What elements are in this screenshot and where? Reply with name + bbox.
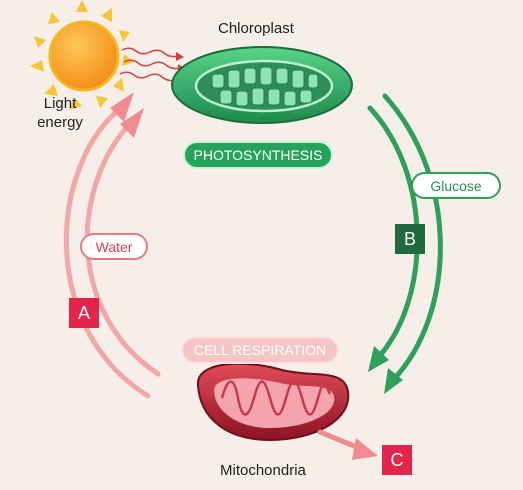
light-energy-label: Light energy (30, 94, 90, 132)
light-energy-line-1: Light (43, 95, 77, 112)
photosynthesis-label: PHOTOSYNTHESIS (183, 141, 333, 169)
light-rays (119, 47, 181, 82)
marker-a: A (69, 298, 99, 328)
marker-c: C (382, 445, 412, 475)
chloroplast-label: Chloroplast (218, 20, 294, 37)
mitochondria-label: Mitochondria (220, 462, 306, 479)
water-arrowheads (110, 92, 144, 138)
cell-respiration-label: CELL RESPIRATION (181, 336, 339, 364)
glucose-label: Glucose (411, 172, 501, 199)
mitochondria-icon (196, 362, 350, 442)
glucose-arrowheads (368, 346, 403, 394)
marker-b: B (395, 224, 425, 254)
chloroplast-icon (171, 46, 353, 124)
output-arrow (317, 429, 378, 460)
sun-icon (30, 0, 134, 110)
water-label: Water (80, 233, 148, 260)
light-energy-line-2: energy (37, 114, 83, 131)
